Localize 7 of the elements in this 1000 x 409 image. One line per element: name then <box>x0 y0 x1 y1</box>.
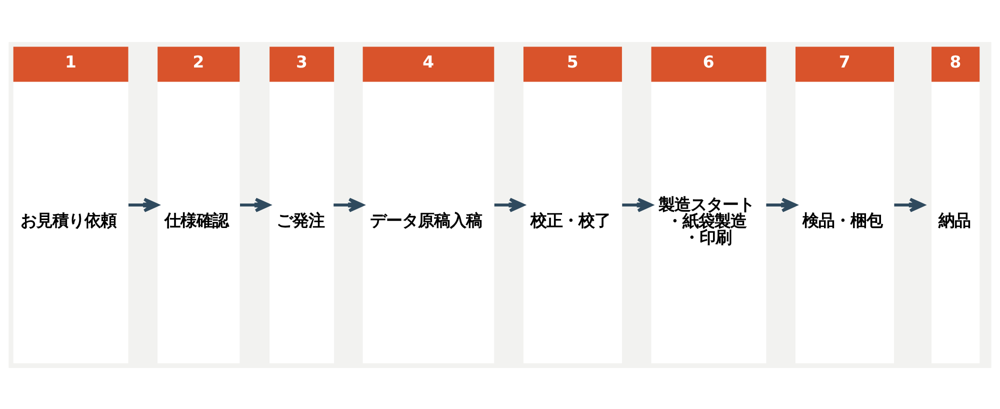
arrow <box>622 197 653 212</box>
arrow <box>128 197 159 212</box>
arrow <box>334 197 364 212</box>
arrow <box>766 197 797 212</box>
arrow <box>494 197 524 212</box>
arrow <box>894 197 925 212</box>
arrow <box>240 197 270 212</box>
